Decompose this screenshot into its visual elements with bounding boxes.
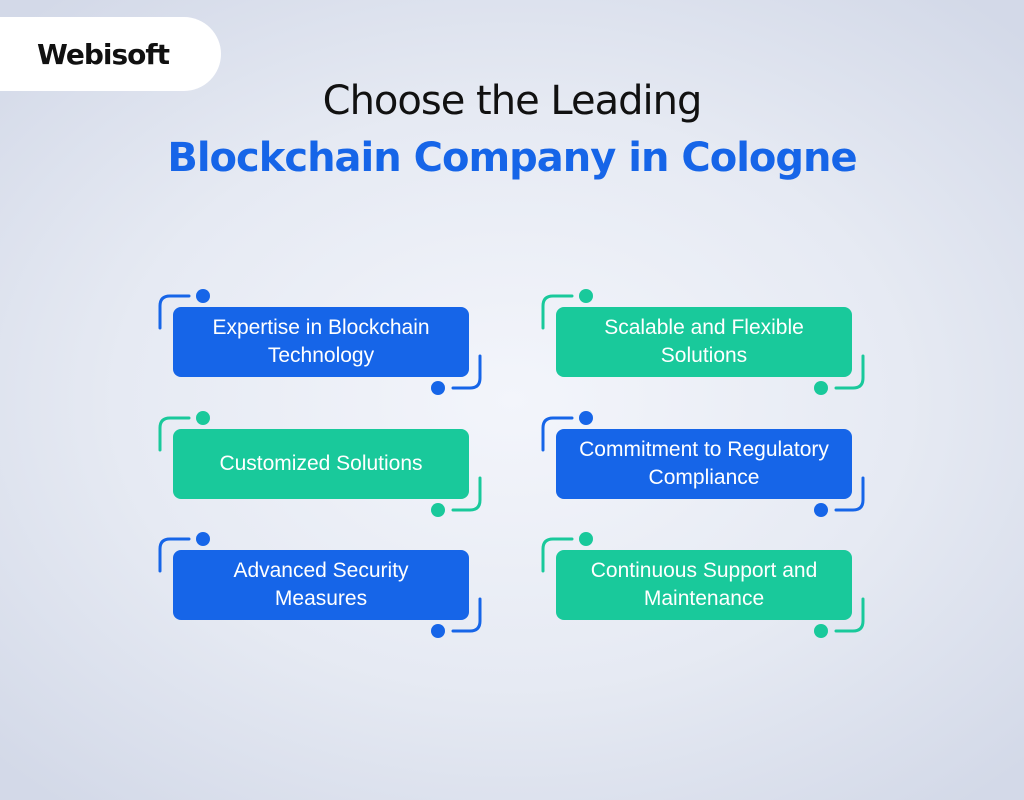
card-decoration xyxy=(541,532,865,638)
brand-logo: Webisoft xyxy=(37,37,170,71)
feature-card: Customized Solutions xyxy=(158,410,484,517)
corner-bracket-top-left xyxy=(158,416,191,452)
dot-bottom xyxy=(431,503,445,517)
card-decoration xyxy=(158,289,482,395)
dot-top xyxy=(579,411,593,425)
dot-top xyxy=(579,289,593,303)
feature-box: Scalable and Flexible Solutions xyxy=(556,307,852,377)
feature-card: Scalable and Flexible Solutions xyxy=(541,288,867,395)
corner-bracket-bottom-right xyxy=(834,354,865,390)
feature-box: Expertise in Blockchain Technology xyxy=(173,307,469,377)
corner-bracket-top-left xyxy=(541,537,574,573)
feature-card: Commitment to Regulatory Compliance xyxy=(541,410,867,517)
feature-card: Expertise in Blockchain Technology xyxy=(158,288,484,395)
corner-bracket-top-left xyxy=(158,294,191,330)
dot-top xyxy=(196,532,210,546)
card-decoration xyxy=(158,411,482,517)
corner-bracket-bottom-right xyxy=(451,597,482,633)
feature-label: Expertise in Blockchain Technology xyxy=(212,316,430,367)
feature-card: Continuous Support and Maintenance xyxy=(541,531,867,638)
feature-box: Advanced Security Measures xyxy=(173,550,469,620)
feature-label: Scalable and Flexible Solutions xyxy=(604,316,804,367)
feature-card: Advanced Security Measures xyxy=(158,531,484,638)
feature-box: Commitment to Regulatory Compliance xyxy=(556,429,852,499)
feature-label: Customized Solutions xyxy=(219,452,423,475)
card-decoration xyxy=(541,411,865,517)
corner-bracket-top-left xyxy=(541,416,574,452)
corner-bracket-bottom-right xyxy=(834,597,865,633)
dot-bottom xyxy=(814,624,828,638)
card-decoration xyxy=(158,532,482,638)
corner-bracket-top-left xyxy=(158,537,191,573)
logo-tab: Webisoft xyxy=(0,17,221,91)
card-decoration xyxy=(541,289,865,395)
dot-top xyxy=(196,411,210,425)
dot-top xyxy=(196,289,210,303)
title-line-2: Blockchain Company in Cologne xyxy=(167,135,857,181)
corner-bracket-bottom-right xyxy=(451,476,482,512)
dot-bottom xyxy=(431,381,445,395)
feature-box: Continuous Support and Maintenance xyxy=(556,550,852,620)
feature-label: Commitment to Regulatory Compliance xyxy=(579,438,829,489)
corner-bracket-bottom-right xyxy=(834,476,865,512)
corner-bracket-top-left xyxy=(541,294,574,330)
dot-bottom xyxy=(814,381,828,395)
dot-bottom xyxy=(814,503,828,517)
dot-bottom xyxy=(431,624,445,638)
corner-bracket-bottom-right xyxy=(451,354,482,390)
feature-box: Customized Solutions xyxy=(173,429,469,499)
dot-top xyxy=(579,532,593,546)
title-line-1: Choose the Leading xyxy=(322,78,703,124)
feature-label: Continuous Support and Maintenance xyxy=(590,559,818,610)
feature-label: Advanced Security Measures xyxy=(233,559,409,610)
